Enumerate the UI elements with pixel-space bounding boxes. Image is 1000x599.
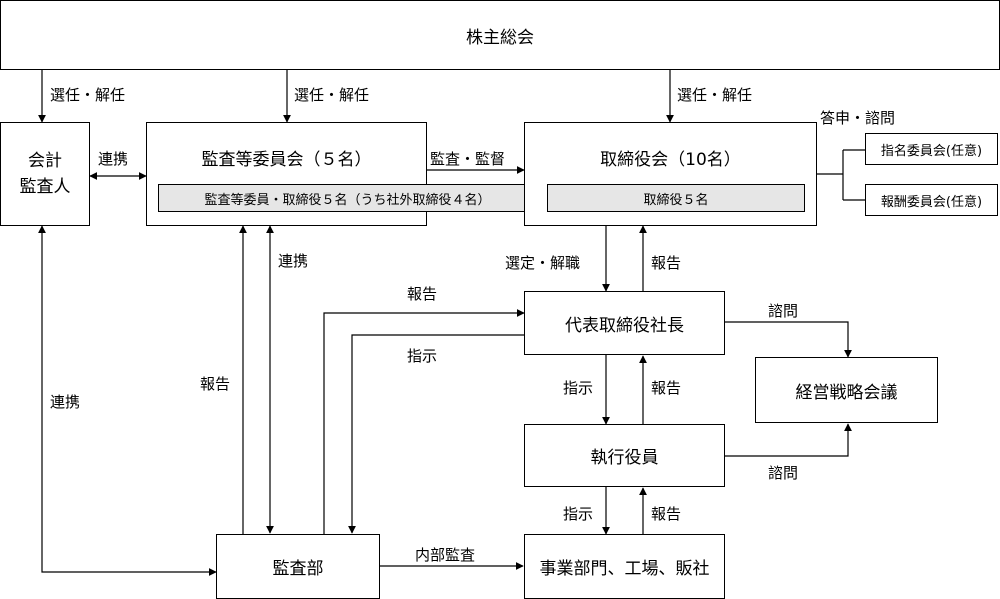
label-internal-audit: 内部監査	[415, 546, 476, 564]
label-select-dismiss: 選定・解職	[505, 254, 581, 272]
label-consult-president: 諮問	[768, 302, 799, 320]
shareholders-meeting-box: 株主総会	[0, 0, 1000, 70]
board-members-box: 取締役５名	[547, 184, 805, 212]
nomination-committee-box: 指名委員会(任意)	[865, 133, 998, 165]
audit-committee-label: 監査等委員会（５名）	[201, 150, 372, 170]
audit-committee-members-label: 監査等委員・取締役５名（うち社外取締役４名）	[204, 192, 491, 208]
label-appoint-dismiss-3: 選任・解任	[677, 86, 753, 104]
audit-committee-members-box: 監査等委員・取締役５名（うち社外取締役４名）	[158, 184, 537, 212]
label-report-dept-to-committee: 報告	[200, 375, 231, 393]
nomination-committee-label: 指名委員会(任意)	[880, 143, 983, 159]
compensation-committee-label: 報酬委員会(任意)	[880, 194, 983, 210]
strategy-meeting-box: 経営戦略会議	[755, 357, 938, 423]
business-units-box: 事業部門、工場、販社	[524, 534, 725, 599]
label-report-exec-to-president: 報告	[651, 379, 682, 397]
board-members-label: 取締役５名	[643, 192, 709, 208]
label-coordination-committee-dept: 連携	[278, 252, 309, 270]
label-report-dept-to-president: 報告	[407, 285, 438, 303]
accounting-auditor-label-2: 監査人	[19, 177, 71, 197]
president-box: 代表取締役社長	[524, 291, 725, 355]
label-coordination-auditor-dept: 連携	[50, 393, 81, 411]
label-consult-exec: 諮問	[768, 464, 799, 482]
label-report-consult: 答申・諮問	[820, 109, 896, 127]
arrow-consult-president	[725, 321, 852, 358]
label-report-to-board: 報告	[651, 254, 682, 272]
accounting-auditor-box: 会計 監査人	[0, 122, 90, 226]
label-appoint-dismiss-1: 選任・解任	[50, 86, 126, 104]
label-coordination-auditor-committee: 連携	[98, 150, 129, 168]
accounting-auditor-label-1: 会計	[28, 151, 62, 171]
arrow-consult-exec	[725, 423, 852, 457]
board-label: 取締役会（10名）	[600, 150, 741, 170]
audit-department-box: 監査部	[216, 534, 380, 599]
label-audit-supervise: 監査・監督	[430, 150, 506, 168]
label-report-business-to-exec: 報告	[651, 505, 682, 523]
label-instruct-president-to-exec: 指示	[563, 379, 594, 397]
arrow-instruct-dept	[348, 334, 524, 534]
strategy-meeting-label: 経営戦略会議	[795, 382, 898, 403]
audit-department-label: 監査部	[272, 559, 324, 579]
shareholders-meeting-label: 株主総会	[466, 27, 534, 48]
arrow-coordination-auditor-dept	[38, 225, 217, 576]
arrow-report-president-dept	[323, 309, 525, 534]
label-appoint-dismiss-2: 選任・解任	[294, 86, 370, 104]
label-instruct-exec-to-business: 指示	[563, 505, 594, 523]
president-label: 代表取締役社長	[565, 315, 684, 336]
executive-officers-label: 執行役員	[590, 448, 659, 468]
business-units-label: 事業部門、工場、販社	[539, 559, 710, 579]
label-instruct-president-to-dept: 指示	[407, 347, 438, 365]
compensation-committee-box: 報酬委員会(任意)	[865, 184, 998, 216]
executive-officers-box: 執行役員	[524, 424, 725, 487]
